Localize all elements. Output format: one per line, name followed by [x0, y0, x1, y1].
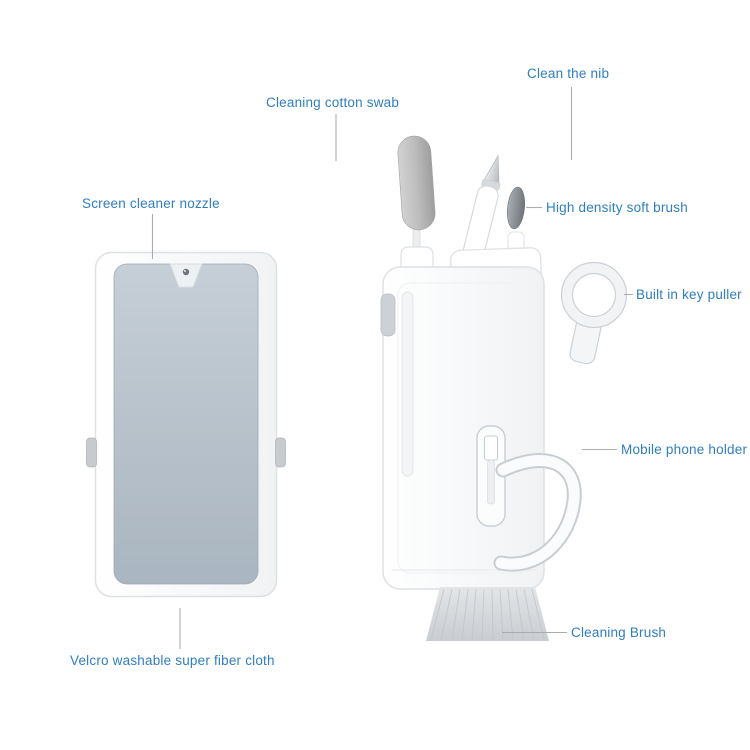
- nib-pen: [460, 154, 501, 270]
- key-puller: [560, 261, 628, 365]
- label-built-in-key-puller: Built in key puller: [636, 287, 742, 302]
- side-clip-right: [275, 437, 286, 468]
- label-clean-the-nib: Clean the nib: [527, 66, 610, 81]
- nozzle-hole-highlight: [184, 270, 186, 272]
- slider-knob: [380, 293, 396, 337]
- face-inset: [397, 282, 531, 574]
- label-cleaning-brush: Cleaning Brush: [571, 625, 667, 640]
- fiber-cloth: [113, 263, 259, 585]
- label-screen-cleaner-nozzle: Screen cleaner nozzle: [82, 196, 220, 211]
- nozzle-hole: [182, 268, 190, 276]
- phone-holder-arm: [493, 453, 582, 572]
- soft-brush-tip: [507, 186, 525, 259]
- cleaning-brush-bristles: [426, 587, 549, 641]
- screen-cleaner-illustration: [86, 251, 286, 598]
- leader-lines: [151, 87, 633, 649]
- slider-slot: [401, 291, 414, 477]
- side-clip-left: [86, 437, 97, 468]
- label-high-density-soft-brush: High density soft brush: [546, 200, 688, 215]
- spray-nozzle: [169, 263, 203, 288]
- label-mobile-phone-holder: Mobile phone holder: [621, 442, 748, 457]
- cotton-swab: [397, 135, 436, 267]
- label-velcro-washable-super-fiber-cloth: Velcro washable super fiber cloth: [70, 653, 275, 668]
- label-cleaning-cotton-swab: Cleaning cotton swab: [266, 95, 400, 110]
